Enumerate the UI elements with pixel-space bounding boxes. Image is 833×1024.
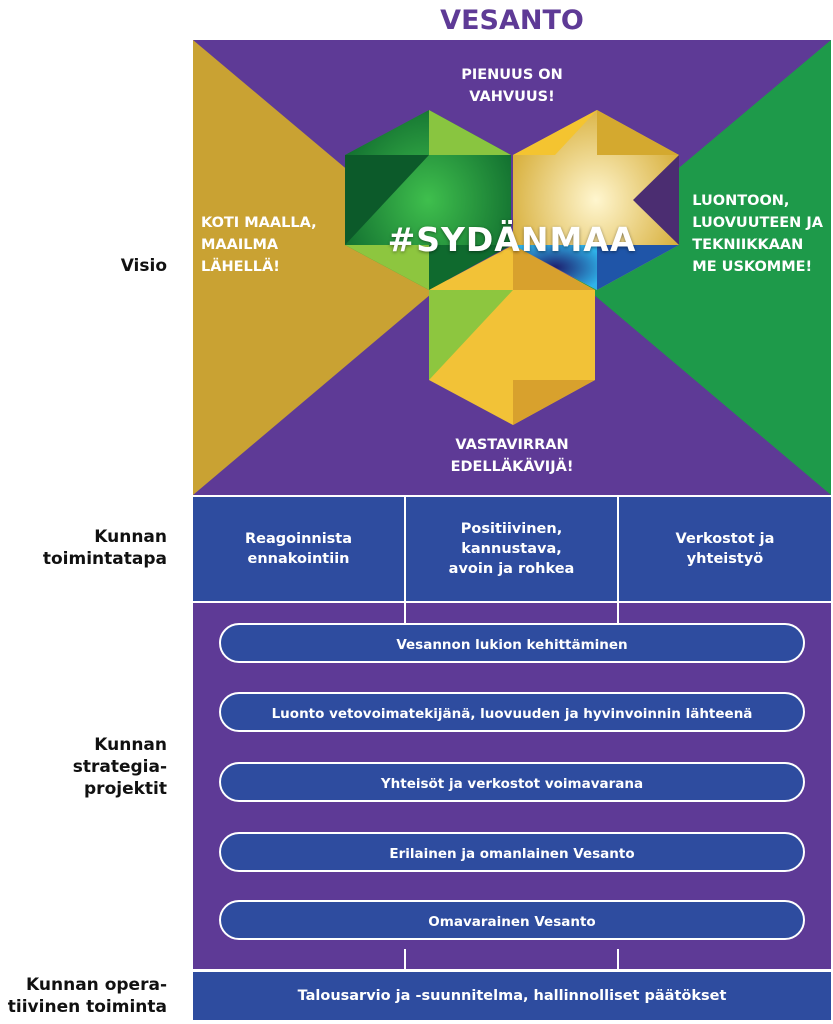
column-divider (617, 603, 619, 623)
row-label-operatiivinen: Kunnan opera- tiivinen toiminta (7, 975, 167, 1017)
slogan-top: PIENUUS ON VAHVUUS! (461, 67, 563, 105)
slogan-bottom: VASTAVIRRAN EDELLÄKÄVIJÄ! (450, 437, 574, 475)
toimintatapa-item-1: Reagoinnista ennakointiin (244, 531, 353, 567)
toimintatapa-item-2: Positiivinen, kannustava, avoin ja rohke… (448, 521, 575, 577)
diagram-title: VESANTO (440, 5, 584, 36)
strategy-project-3: Yhteisöt ja verkostot voimavarana (219, 762, 805, 802)
column-divider (617, 497, 619, 601)
slogan-right: LUONTOON, LUOVUUTEEN JA TEKNIIKKAAN ME U… (692, 193, 823, 275)
column-divider (617, 949, 619, 969)
toimintatapa-item-3: Verkostot ja yhteistyö (675, 531, 775, 567)
strategy-project-1: Vesannon lukion kehittäminen (219, 623, 805, 663)
hashtag-sydanmaa: #SYDÄNMAA (387, 220, 637, 259)
operative-band: Talousarvio ja -suunnitelma, hallinnolli… (193, 972, 831, 1020)
row-label-strategiaprojektit: Kunnan strategia- projektit (72, 735, 167, 799)
column-divider (404, 497, 406, 601)
operative-text: Talousarvio ja -suunnitelma, hallinnolli… (297, 988, 727, 1004)
strategy-project-4: Erilainen ja omanlainen Vesanto (219, 832, 805, 872)
vision-hexagon-art (193, 40, 831, 495)
slogan-left: KOTI MAALLA, MAAILMA LÄHELLÄ! (201, 215, 317, 275)
strategy-projects-panel: Vesannon lukion kehittäminen Luonto veto… (193, 603, 831, 969)
toimintatapa-band: Reagoinnista ennakointiin Positiivinen, … (193, 497, 831, 601)
vision-graphic: PIENUUS ON VAHVUUS! KOTI MAALLA, MAAILMA… (193, 40, 831, 495)
strategy-project-2: Luonto vetovoimatekijänä, luovuuden ja h… (219, 692, 805, 732)
row-label-visio: Visio (120, 256, 167, 276)
row-label-toimintatapa: Kunnan toimintatapa (42, 527, 167, 569)
hexagon-cluster (345, 110, 679, 425)
column-divider (404, 949, 406, 969)
column-divider (404, 603, 406, 623)
strategy-project-5: Omavarainen Vesanto (219, 900, 805, 940)
